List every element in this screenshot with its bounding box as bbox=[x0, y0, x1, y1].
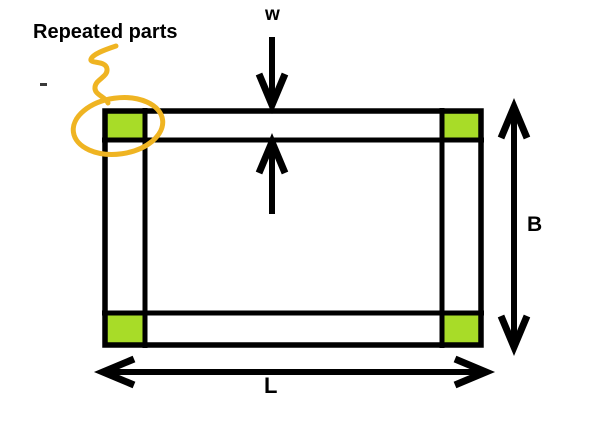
w-arrow-down bbox=[255, 37, 289, 115]
breadth-label: B bbox=[527, 213, 543, 236]
length-label: L bbox=[264, 373, 278, 398]
b-dimension-arrow bbox=[497, 97, 531, 357]
stray-mark bbox=[40, 83, 47, 86]
w-arrow-up bbox=[255, 132, 289, 214]
corner-part-top-right bbox=[442, 111, 481, 140]
highlight-squiggle bbox=[88, 43, 119, 106]
annotation-label: Repeated parts bbox=[33, 21, 178, 43]
corner-part-bottom-right bbox=[442, 313, 481, 345]
strip-width-label: w bbox=[265, 4, 280, 25]
frame-outer-rectangle bbox=[102, 108, 484, 348]
corner-part-bottom-left bbox=[105, 313, 145, 345]
highlight-ellipse bbox=[70, 95, 166, 157]
l-dimension-arrow bbox=[93, 355, 496, 389]
corner-part-top-left bbox=[105, 111, 145, 140]
